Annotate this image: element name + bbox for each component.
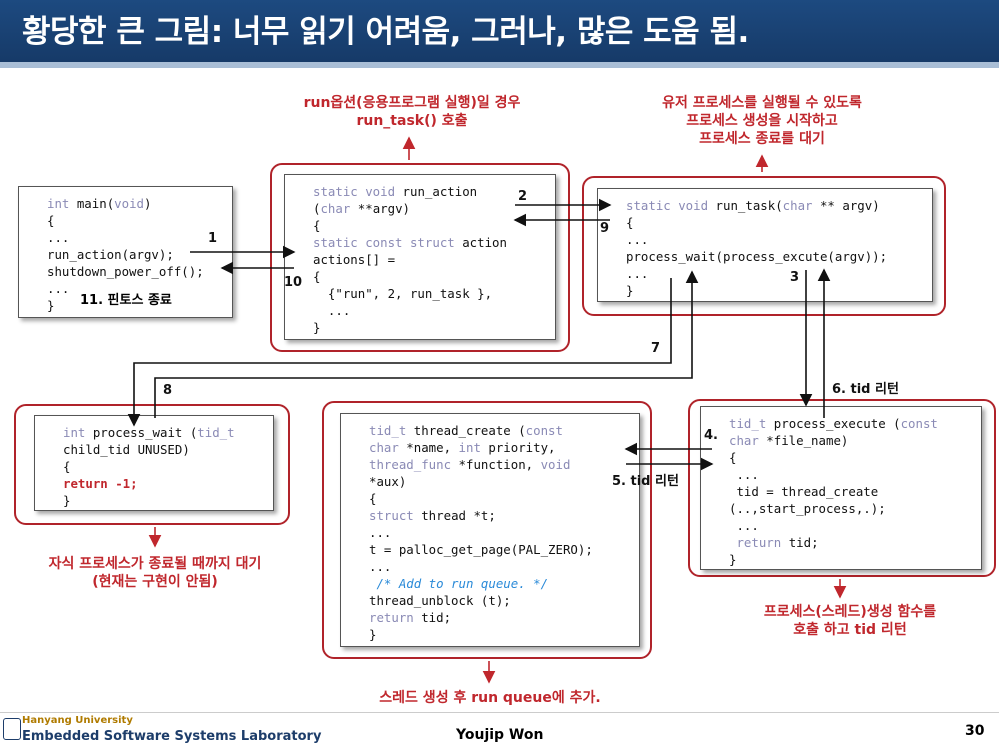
- note-run-task: 유저 프로세스를 실행될 수 있도록 프로세스 생성을 시작하고 프로세스 종료…: [662, 95, 862, 147]
- code-line: int process_wait (tid_t: [63, 425, 235, 440]
- run-action-code-box: static void run_action (char **argv) { s…: [284, 174, 556, 340]
- thread-create-code-box: tid_t thread_create (const char *name, i…: [340, 413, 640, 647]
- run-task-code-box: static void run_task(char ** argv) { ...…: [597, 188, 933, 302]
- code-line: ...: [729, 518, 759, 533]
- code-line: int main(void): [47, 196, 152, 211]
- code-line: *aux): [369, 474, 407, 489]
- footer: [0, 712, 999, 749]
- code-line: ...: [729, 467, 759, 482]
- step-7: 7: [651, 341, 661, 356]
- note-thread-create: 스레드 생성 후 run queue에 추가.: [379, 690, 601, 706]
- step-1: 1: [208, 231, 218, 246]
- code-line: return -1;: [63, 476, 138, 491]
- step-4: 4.: [704, 428, 718, 443]
- process-wait-frame: [14, 404, 290, 525]
- author: Youjip Won: [456, 727, 544, 743]
- code-line: run_action(argv);: [47, 247, 174, 262]
- title-bar: [0, 0, 999, 68]
- code-line: {: [313, 269, 321, 284]
- page-number: 30: [965, 723, 985, 739]
- code-line: return tid;: [369, 610, 452, 625]
- code-line: }: [369, 627, 377, 642]
- note-process-execute: 프로세스(스레드)생성 함수를 호출 하고 tid 리턴: [763, 604, 937, 638]
- code-line: {: [313, 218, 321, 233]
- process-wait-code-box: int process_wait (tid_t child_tid UNUSED…: [34, 415, 274, 511]
- step-3: 3: [790, 270, 800, 285]
- code-line: ...: [626, 232, 649, 247]
- step-11-label: 11. 핀토스 종료: [80, 293, 172, 308]
- code-line: return tid;: [736, 535, 819, 550]
- code-line: shutdown_power_off();: [47, 264, 204, 279]
- code-comment: /* Add to run queue. */: [369, 576, 549, 591]
- code-line: static const struct action: [313, 235, 507, 250]
- code-line: struct thread *t;: [369, 508, 496, 523]
- code-line: ...: [369, 525, 392, 540]
- note-run-action: run옵션(응용프로그램 실행)일 경우 run_task() 호출: [303, 95, 521, 129]
- code-line: }: [729, 552, 737, 567]
- university-logo-icon: [3, 718, 21, 740]
- code-line: ...: [369, 559, 392, 574]
- arrow-8: [154, 270, 699, 418]
- lab-name: Embedded Software Systems Laboratory: [22, 729, 322, 744]
- code-line: {: [626, 215, 634, 230]
- process-execute-code-box: tid_t process_execute (const char *file_…: [700, 406, 982, 570]
- step-9: 9: [600, 221, 610, 236]
- step-5: 5. tid 리턴: [612, 474, 679, 489]
- step-6: 6. tid 리턴: [832, 382, 899, 397]
- code-line: (char **argv): [313, 201, 410, 216]
- code-line: {: [729, 450, 737, 465]
- code-line: }: [313, 320, 321, 335]
- step-8: 8: [163, 383, 173, 398]
- code-line: {"run", 2, run_task },: [313, 286, 493, 301]
- code-line: {: [47, 213, 55, 228]
- code-line: ...: [47, 281, 70, 296]
- code-line: {: [63, 459, 71, 474]
- code-line: ...: [626, 266, 649, 281]
- code-line: tid = thread_create: [729, 484, 879, 499]
- step-10: 10: [284, 275, 303, 290]
- code-line: tid_t process_execute (const: [729, 416, 938, 431]
- code-line: }: [63, 493, 71, 508]
- code-line: tid_t thread_create (const: [369, 423, 563, 438]
- code-line: t = palloc_get_page(PAL_ZERO);: [369, 542, 593, 557]
- title-accent: [0, 62, 999, 68]
- code-line: thread_unblock (t);: [369, 593, 511, 608]
- code-line: process_wait(process_excute(argv));: [626, 249, 888, 264]
- arrow-7: [127, 278, 672, 427]
- code-line: char *file_name): [729, 433, 849, 448]
- code-line: char *name, int priority,: [369, 440, 556, 455]
- code-line: static void run_task(char ** argv): [626, 198, 880, 213]
- thread-create-frame: [322, 401, 652, 659]
- code-line: ...: [47, 230, 70, 245]
- code-line: child_tid UNUSED): [63, 442, 190, 457]
- step-2: 2: [518, 189, 528, 204]
- run-task-frame: [582, 176, 946, 316]
- note-process-wait: 자식 프로세스가 종료될 때까지 대기 (현재는 구현이 안됨): [48, 556, 262, 590]
- code-line: actions[] =: [313, 252, 396, 267]
- code-line: {: [369, 491, 377, 506]
- slide-title: 황당한 큰 그림: 너무 읽기 어려움, 그러나, 많은 도움 됨.: [22, 14, 749, 50]
- process-execute-frame: [688, 399, 996, 577]
- university-name: Hanyang University: [22, 715, 133, 726]
- code-line: ...: [313, 303, 351, 318]
- code-line: }: [626, 283, 634, 298]
- code-line: }: [47, 298, 55, 313]
- code-line: static void run_action: [313, 184, 478, 199]
- code-line: thread_func *function, void: [369, 457, 571, 472]
- code-line: (..,start_process,.);: [729, 501, 886, 516]
- run-action-frame: [270, 163, 570, 352]
